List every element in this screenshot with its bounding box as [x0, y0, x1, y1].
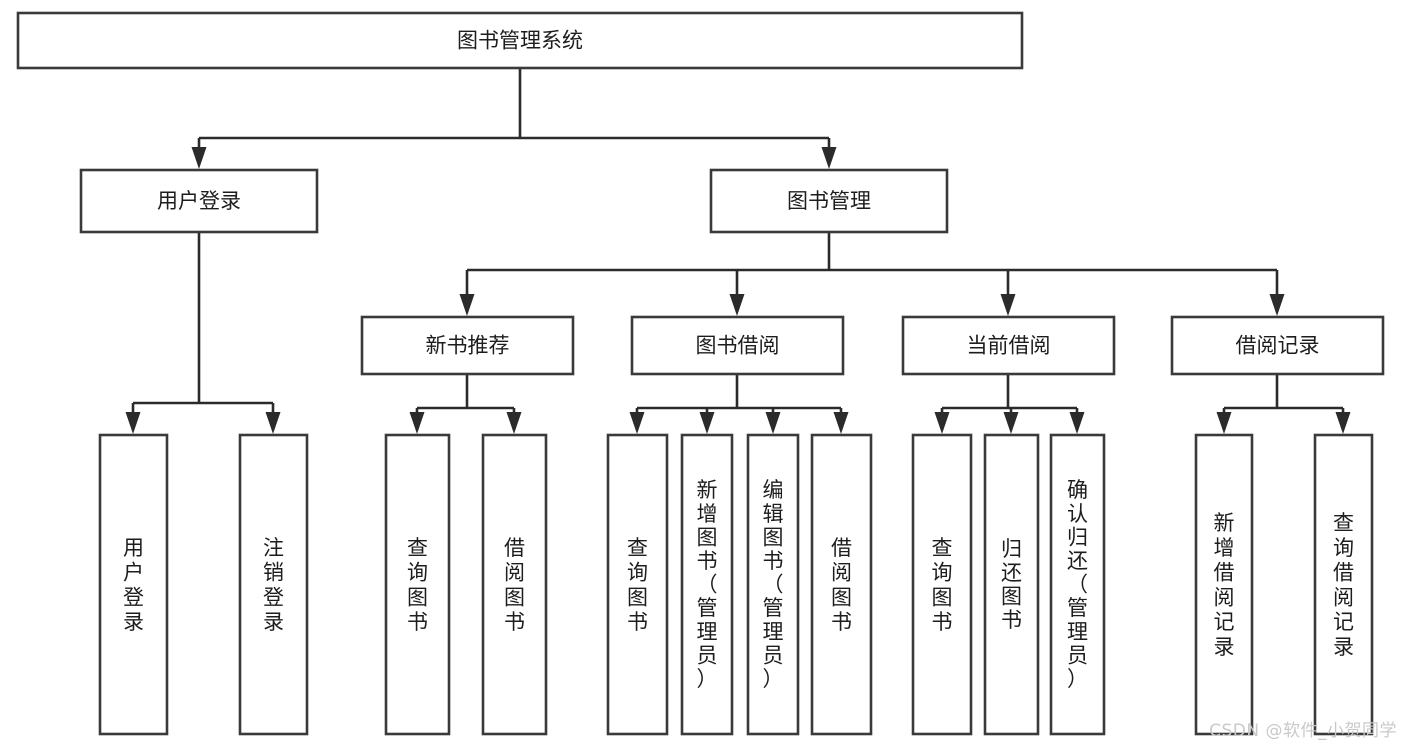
node-label-user-login: 用户登录	[157, 189, 241, 213]
arrow-head-icon	[506, 412, 522, 434]
node-label-leaf-borrow-book-1: 借阅图书	[504, 536, 525, 634]
node-leaf-logout[interactable]: 注销登录	[238, 433, 309, 736]
arrow-head-icon	[459, 294, 475, 316]
node-box-current-borrow[interactable]	[901, 315, 1116, 376]
node-label-current-borrow: 当前借阅	[967, 334, 1051, 358]
arrow-head-icon	[1269, 294, 1285, 316]
arrow-head-icon	[833, 412, 849, 434]
node-leaf-user-login[interactable]: 用户登录	[98, 433, 169, 736]
node-box-leaf-edit-book[interactable]	[746, 433, 800, 736]
arrow-head-icon	[265, 412, 281, 434]
arrow-head-icon	[1000, 294, 1016, 316]
arrow-head-icon	[191, 147, 207, 169]
node-box-book-borrow[interactable]	[630, 315, 845, 376]
node-box-leaf-user-login[interactable]	[98, 433, 169, 736]
node-leaf-edit-book[interactable]: 编辑图书（管理员）	[746, 433, 800, 736]
node-box-user-login[interactable]	[79, 168, 319, 234]
node-book-borrow[interactable]: 图书借阅	[630, 315, 845, 376]
node-box-book-manage[interactable]	[709, 168, 949, 234]
node-leaf-return-book[interactable]: 归还图书	[983, 433, 1040, 736]
node-label-leaf-user-login: 用户登录	[123, 536, 144, 634]
node-label-leaf-add-record: 新增借阅记录	[1214, 511, 1235, 659]
node-box-borrow-record[interactable]	[1170, 315, 1385, 376]
node-label-book-manage: 图书管理	[787, 189, 871, 213]
connector-layer	[125, 68, 1351, 434]
node-box-leaf-borrow-book-1[interactable]	[481, 433, 548, 736]
arrow-head-icon	[125, 412, 141, 434]
connector-group-book-manage	[459, 232, 1285, 316]
node-new-book-rec[interactable]: 新书推荐	[360, 315, 575, 376]
node-leaf-query-book-2[interactable]: 查询图书	[606, 433, 669, 736]
node-label-leaf-return-book: 归还图书	[1001, 537, 1022, 632]
node-box-leaf-add-record[interactable]	[1194, 433, 1254, 736]
node-label-leaf-borrow-book-2: 借阅图书	[831, 536, 852, 634]
node-label-borrow-record: 借阅记录	[1236, 334, 1320, 358]
arrow-head-icon	[765, 412, 781, 434]
arrow-head-icon	[934, 412, 950, 434]
node-user-login[interactable]: 用户登录	[79, 168, 319, 234]
node-root[interactable]: 图书管理系统	[16, 11, 1024, 70]
node-label-leaf-query-book-3: 查询图书	[932, 536, 953, 634]
arrow-head-icon	[1335, 412, 1351, 434]
node-box-leaf-borrow-book-2[interactable]	[810, 433, 873, 736]
node-label-book-borrow: 图书借阅	[696, 334, 780, 358]
arrow-head-icon	[821, 147, 837, 169]
node-book-manage[interactable]: 图书管理	[709, 168, 949, 234]
node-box-root[interactable]	[16, 11, 1024, 70]
node-box-leaf-query-book-3[interactable]	[911, 433, 973, 736]
arrow-head-icon	[729, 294, 745, 316]
node-borrow-record[interactable]: 借阅记录	[1170, 315, 1385, 376]
arrow-head-icon	[1003, 412, 1019, 434]
node-leaf-add-book[interactable]: 新增图书（管理员）	[680, 433, 734, 736]
node-label-leaf-logout: 注销登录	[263, 536, 284, 634]
node-box-leaf-logout[interactable]	[238, 433, 309, 736]
node-box-leaf-query-book-1[interactable]	[384, 433, 451, 736]
node-layer: 图书管理系统用户登录图书管理新书推荐图书借阅当前借阅借阅记录用户登录注销登录查询…	[16, 11, 1385, 736]
node-leaf-confirm-return[interactable]: 确认归还（管理员）	[1049, 433, 1106, 736]
node-label-root: 图书管理系统	[457, 29, 583, 53]
arrow-head-icon	[409, 412, 425, 434]
node-leaf-add-record[interactable]: 新增借阅记录	[1194, 433, 1254, 736]
node-label-leaf-add-book: 新增图书（管理员）	[697, 478, 718, 691]
node-box-new-book-rec[interactable]	[360, 315, 575, 376]
node-label-leaf-query-book-1: 查询图书	[407, 536, 428, 634]
connector-group-book-borrow	[629, 374, 849, 434]
arrow-head-icon	[629, 412, 645, 434]
node-label-leaf-query-book-2: 查询图书	[627, 536, 648, 634]
node-box-leaf-query-book-2[interactable]	[606, 433, 669, 736]
connector-group-user-login	[125, 232, 281, 434]
connector-group-new-book-rec	[409, 374, 522, 434]
arrow-head-icon	[699, 412, 715, 434]
node-label-new-book-rec: 新书推荐	[426, 334, 510, 358]
node-box-leaf-add-book[interactable]	[680, 433, 734, 736]
node-box-leaf-confirm-return[interactable]	[1049, 433, 1106, 736]
node-leaf-borrow-book-2[interactable]: 借阅图书	[810, 433, 873, 736]
node-leaf-query-record[interactable]: 查询借阅记录	[1313, 433, 1374, 736]
connector-group-root	[191, 68, 837, 169]
node-leaf-query-book-1[interactable]: 查询图书	[384, 433, 451, 736]
node-label-leaf-confirm-return: 确认归还（管理员）	[1067, 478, 1088, 691]
node-label-leaf-query-record: 查询借阅记录	[1333, 511, 1354, 659]
node-box-leaf-return-book[interactable]	[983, 433, 1040, 736]
connector-group-current-borrow	[934, 374, 1085, 434]
node-current-borrow[interactable]: 当前借阅	[901, 315, 1116, 376]
node-label-leaf-edit-book: 编辑图书（管理员）	[763, 478, 784, 691]
node-leaf-borrow-book-1[interactable]: 借阅图书	[481, 433, 548, 736]
connector-group-borrow-record	[1216, 374, 1351, 434]
node-box-leaf-query-record[interactable]	[1313, 433, 1374, 736]
arrow-head-icon	[1216, 412, 1232, 434]
node-leaf-query-book-3[interactable]: 查询图书	[911, 433, 973, 736]
arrow-head-icon	[1069, 412, 1085, 434]
